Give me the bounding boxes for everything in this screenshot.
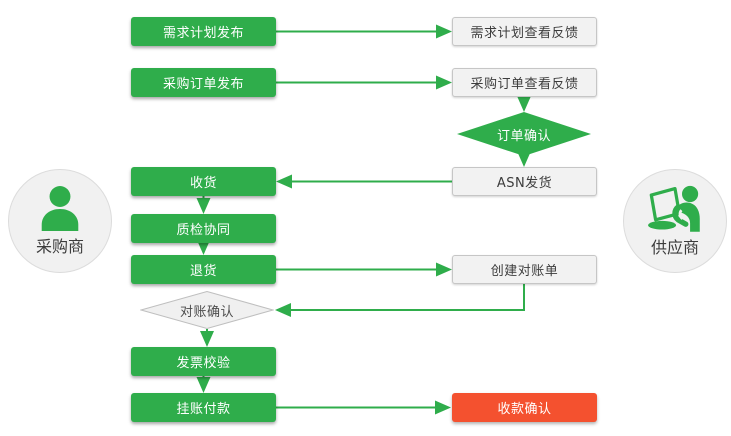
- buyer-label: 采购商: [35, 237, 84, 256]
- statement-confirm-label: 对账确认: [179, 304, 234, 320]
- order-confirm-label: 订单确认: [496, 128, 551, 144]
- diamond-shape: [457, 112, 591, 156]
- node-invoice-verify: 发票校验: [131, 347, 276, 376]
- node-asn-ship: ASN发货: [452, 167, 597, 196]
- node-order-confirm-diamond: 订单确认: [457, 112, 591, 156]
- arrow-statement-to-confirm: [275, 284, 525, 317]
- node-purchase-order-publish: 采购订单发布: [131, 68, 276, 97]
- node-payment-confirm: 收款确认: [452, 393, 597, 422]
- supplier-laptop-person-icon: [648, 185, 700, 232]
- supplier-label: 供应商: [650, 238, 699, 257]
- node-demand-plan-feedback: 需求计划查看反馈: [452, 17, 597, 46]
- supplier-actor-circle: 供应商: [623, 169, 727, 273]
- node-purchase-order-feedback: 采购订单查看反馈: [452, 68, 597, 97]
- diamond-shape: [140, 291, 274, 329]
- node-demand-plan-publish: 需求计划发布: [131, 17, 276, 46]
- node-quality-inspection: 质检协同: [131, 214, 276, 243]
- node-return-goods: 退货: [131, 255, 276, 284]
- buyer-actor-circle: 采购商: [8, 169, 112, 273]
- buyer-person-icon: [41, 186, 79, 231]
- node-create-statement: 创建对账单: [452, 255, 597, 284]
- node-statement-confirm-diamond: 对账确认: [140, 291, 274, 329]
- node-payment-on-account: 挂账付款: [131, 393, 276, 422]
- node-receive-goods: 收货: [131, 167, 276, 196]
